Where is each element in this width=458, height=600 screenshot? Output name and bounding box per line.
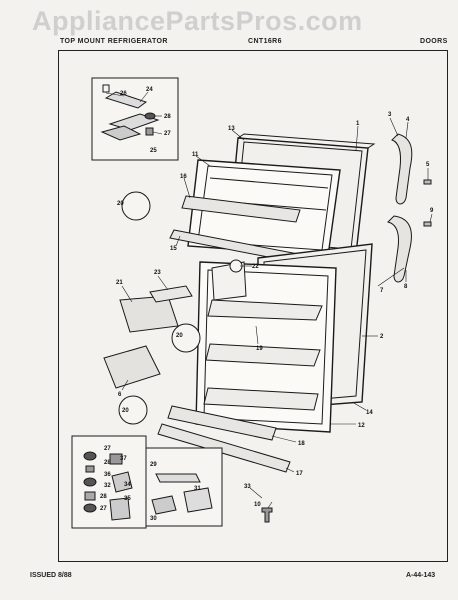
callout-27a: 27: [164, 131, 171, 137]
header-model: CNT16R6: [248, 38, 282, 45]
butter-compartment: [119, 295, 179, 333]
callout-27c: 27: [100, 506, 107, 512]
callout-37: 37: [120, 456, 127, 462]
diagram-frame: [58, 50, 448, 562]
footer-page-code: A-44-143: [406, 572, 436, 579]
detail-circle-20-lower: [118, 395, 148, 425]
door-gasket-strip-lower: [157, 423, 291, 473]
door-shelf-bar-lower: [167, 405, 277, 441]
screw-part-10: [261, 507, 273, 523]
callout-21: 21: [116, 280, 123, 286]
callout-30: 30: [150, 516, 157, 522]
callout-8: 8: [404, 284, 408, 290]
callout-20b: 20: [176, 333, 183, 339]
fresh-food-handle: [387, 215, 412, 283]
egg-tray: [103, 345, 161, 389]
handle-screw-cap-lower: [423, 221, 432, 227]
callout-26: 26: [120, 91, 127, 97]
callout-13: 13: [228, 126, 235, 132]
callout-28c: 28: [100, 494, 107, 500]
callout-31: 31: [194, 486, 201, 492]
footer-issued: ISSUED 8/88: [30, 572, 72, 579]
butter-compartment-door: [149, 285, 193, 303]
callout-labels: 26 24 28 27 25 13 1 11 16 20 15 3 4 5 9 …: [100, 87, 434, 522]
callout-19: 19: [256, 346, 263, 352]
callout-22: 22: [252, 264, 259, 270]
callout-14: 14: [366, 410, 373, 416]
callout-11: 11: [192, 152, 199, 158]
lower-hinge-inset: [145, 447, 223, 527]
freezer-handle: [391, 133, 413, 205]
callout-29: 29: [150, 462, 157, 468]
callout-6: 6: [118, 392, 122, 398]
callout-18: 18: [298, 441, 305, 447]
callout-35: 35: [124, 496, 131, 502]
callout-20c: 20: [122, 408, 129, 414]
callout-36: 36: [104, 472, 111, 478]
callout-34: 34: [124, 482, 131, 488]
callout-15: 15: [170, 246, 177, 252]
callout-32: 32: [104, 483, 111, 489]
hinge-detail-inset: [91, 77, 179, 161]
callout-28a: 28: [164, 114, 171, 120]
callout-10: 10: [254, 502, 261, 508]
callout-24: 24: [146, 87, 153, 93]
callout-17: 17: [296, 471, 303, 477]
callout-4: 4: [406, 117, 410, 123]
callout-28b: 28: [104, 460, 111, 466]
fresh-food-door-liner: [195, 261, 337, 433]
callout-23: 23: [154, 270, 161, 276]
callout-25: 25: [150, 148, 157, 154]
callout-20a: 20: [117, 201, 124, 207]
freezer-shelf-bar: [181, 195, 301, 223]
callout-7: 7: [380, 288, 384, 294]
callout-9: 9: [430, 208, 434, 214]
hardware-inset: [71, 435, 147, 529]
callout-3: 3: [388, 112, 392, 118]
detail-circle-20-middle: [171, 323, 201, 353]
callout-5: 5: [426, 162, 430, 168]
callout-1: 1: [356, 121, 360, 127]
leader-lines: [105, 91, 433, 509]
detail-circle-20-upper: [121, 191, 151, 221]
callout-2: 2: [380, 334, 384, 340]
callout-27b: 27: [104, 446, 111, 452]
callout-12: 12: [358, 423, 365, 429]
handle-screw-cap-upper: [423, 179, 432, 185]
header-product: TOP MOUNT REFRIGERATOR: [60, 38, 168, 45]
callout-33: 33: [244, 484, 251, 490]
callout-16: 16: [180, 174, 187, 180]
header-section: DOORS: [420, 38, 448, 45]
watermark: AppliancePartsPros.com: [32, 6, 363, 36]
